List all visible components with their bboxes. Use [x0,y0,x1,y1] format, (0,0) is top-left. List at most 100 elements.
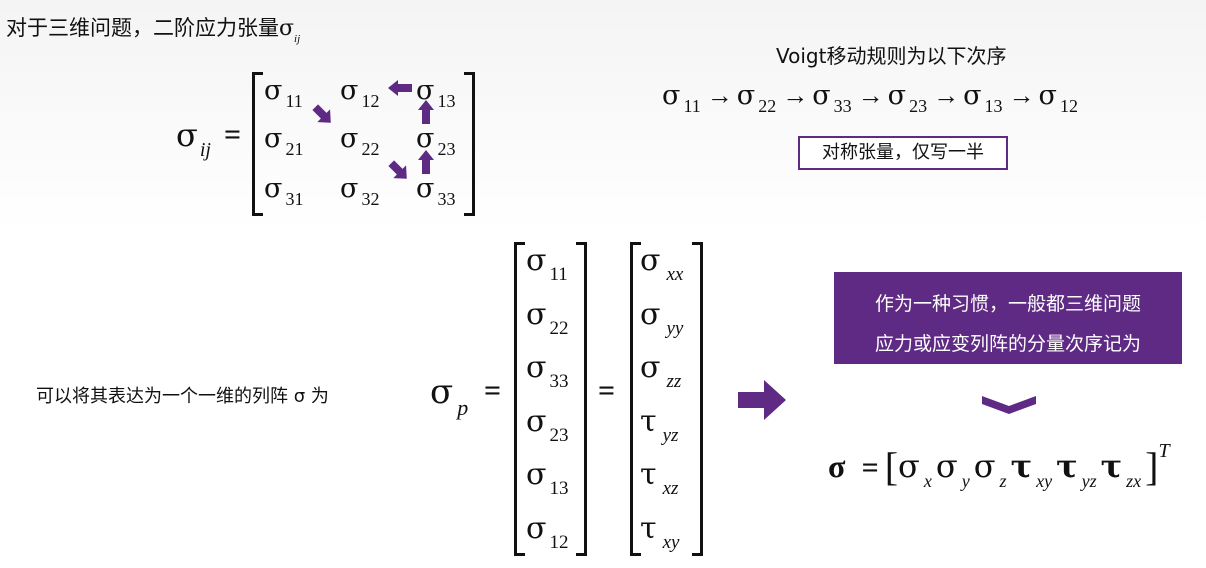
matrix-entry-subscript: 23 [437,139,456,159]
column-term-subscript: xx [666,264,684,285]
sequence-arrow: → [782,81,809,110]
column-term-symbol: σ [526,243,547,278]
result-term-symbol: τ [1056,447,1078,485]
result-term-symbol: τ [1010,447,1033,485]
sigma-p-symbol: σ [430,372,454,412]
sequence-term-symbol: σ [963,80,982,111]
sequence-term-symbol: σ [812,80,831,111]
result-open-bracket: [ [884,444,899,489]
top-left-title: 对于三维问题，二阶应力张量σij [6,12,300,45]
column-term-symbol: σ [526,457,547,492]
result-term-subscript: x [923,471,932,491]
convention-box: 作为一种习惯，一般都三维问题 应力或应变列阵的分量次序记为 [834,272,1182,364]
column-term-subscript: zz [666,371,682,392]
title-sigma: σ [279,16,295,41]
result-term-symbol: σ [898,447,920,485]
column-term-symbol: σ [640,243,661,278]
result-term-subscript: zx [1126,471,1142,491]
matrix-entry-symbol: σ [416,75,435,106]
lhs-sigma: σ [176,116,198,154]
result-term-subscript: yz [1081,471,1097,491]
title-text: 对于三维问题，二阶应力张量 [6,16,279,40]
result-lhs: σ [828,448,846,484]
sequence-term-subscript: 33 [833,96,852,116]
matrix-right-bracket [464,72,475,216]
sequence-arrow: → [1008,81,1035,110]
convention-line-1: 作为一种习惯，一般都三维问题 [874,293,1141,315]
result-equals: = [861,451,879,484]
column-term-symbol: σ [640,350,661,385]
sequence-term-symbol: σ [736,80,756,111]
arrow-diag-down-icon-2 [388,160,407,179]
convention-line-2: 应力或应变列阵的分量次序记为 [874,333,1141,355]
matrix-entry-subscript: 12 [361,91,380,111]
matrix-entry-subscript: 13 [437,91,456,111]
sequence-term-symbol: σ [1038,80,1057,111]
sigma-p-sub: p [457,395,469,420]
column-term-symbol: σ [640,296,661,332]
sequence-term-subscript: 11 [683,96,701,116]
column-term-symbol: σ [526,403,547,439]
sequence-arrow: → [706,81,733,110]
matrix-entry-symbol: σ [416,123,435,154]
matrix-entry-symbol: σ [340,123,359,154]
column-term-subscript: xy [662,531,680,553]
matrix-entry-symbol: σ [264,75,283,106]
arrow-diag-down-icon [312,104,331,123]
right-arrow-icon [738,380,786,420]
col2-right-bracket [692,242,703,556]
column-term-subscript: xz [662,478,679,499]
result-close-bracket: ] [1145,444,1159,489]
result-transpose: T [1158,440,1170,462]
matrix-entry-subscript: 11 [285,91,303,111]
arrow-up-icon-2 [418,150,434,174]
equals-sign: = [224,118,242,151]
column-term-subscript: 11 [549,264,568,285]
result-term-symbol: σ [973,447,996,485]
matrix-left-bracket [252,72,263,216]
equals-sign-2: = [598,374,616,407]
title-sub: ij [294,33,301,45]
result-term-symbol: τ [1100,447,1123,485]
column-term-subscript: yz [662,424,679,446]
sequence-arrow: → [857,81,884,110]
matrix-entry-symbol: σ [264,173,283,204]
column-term-symbol: τ [640,457,657,492]
sequence-term-subscript: 23 [909,96,928,116]
matrix-entry-subscript: 32 [361,189,380,209]
column-term-subscript: 12 [549,531,569,553]
column-description: 可以将其表达为一个一维的列阵 σ 为 [36,386,329,407]
sequence-term-subscript: 12 [1059,96,1078,116]
